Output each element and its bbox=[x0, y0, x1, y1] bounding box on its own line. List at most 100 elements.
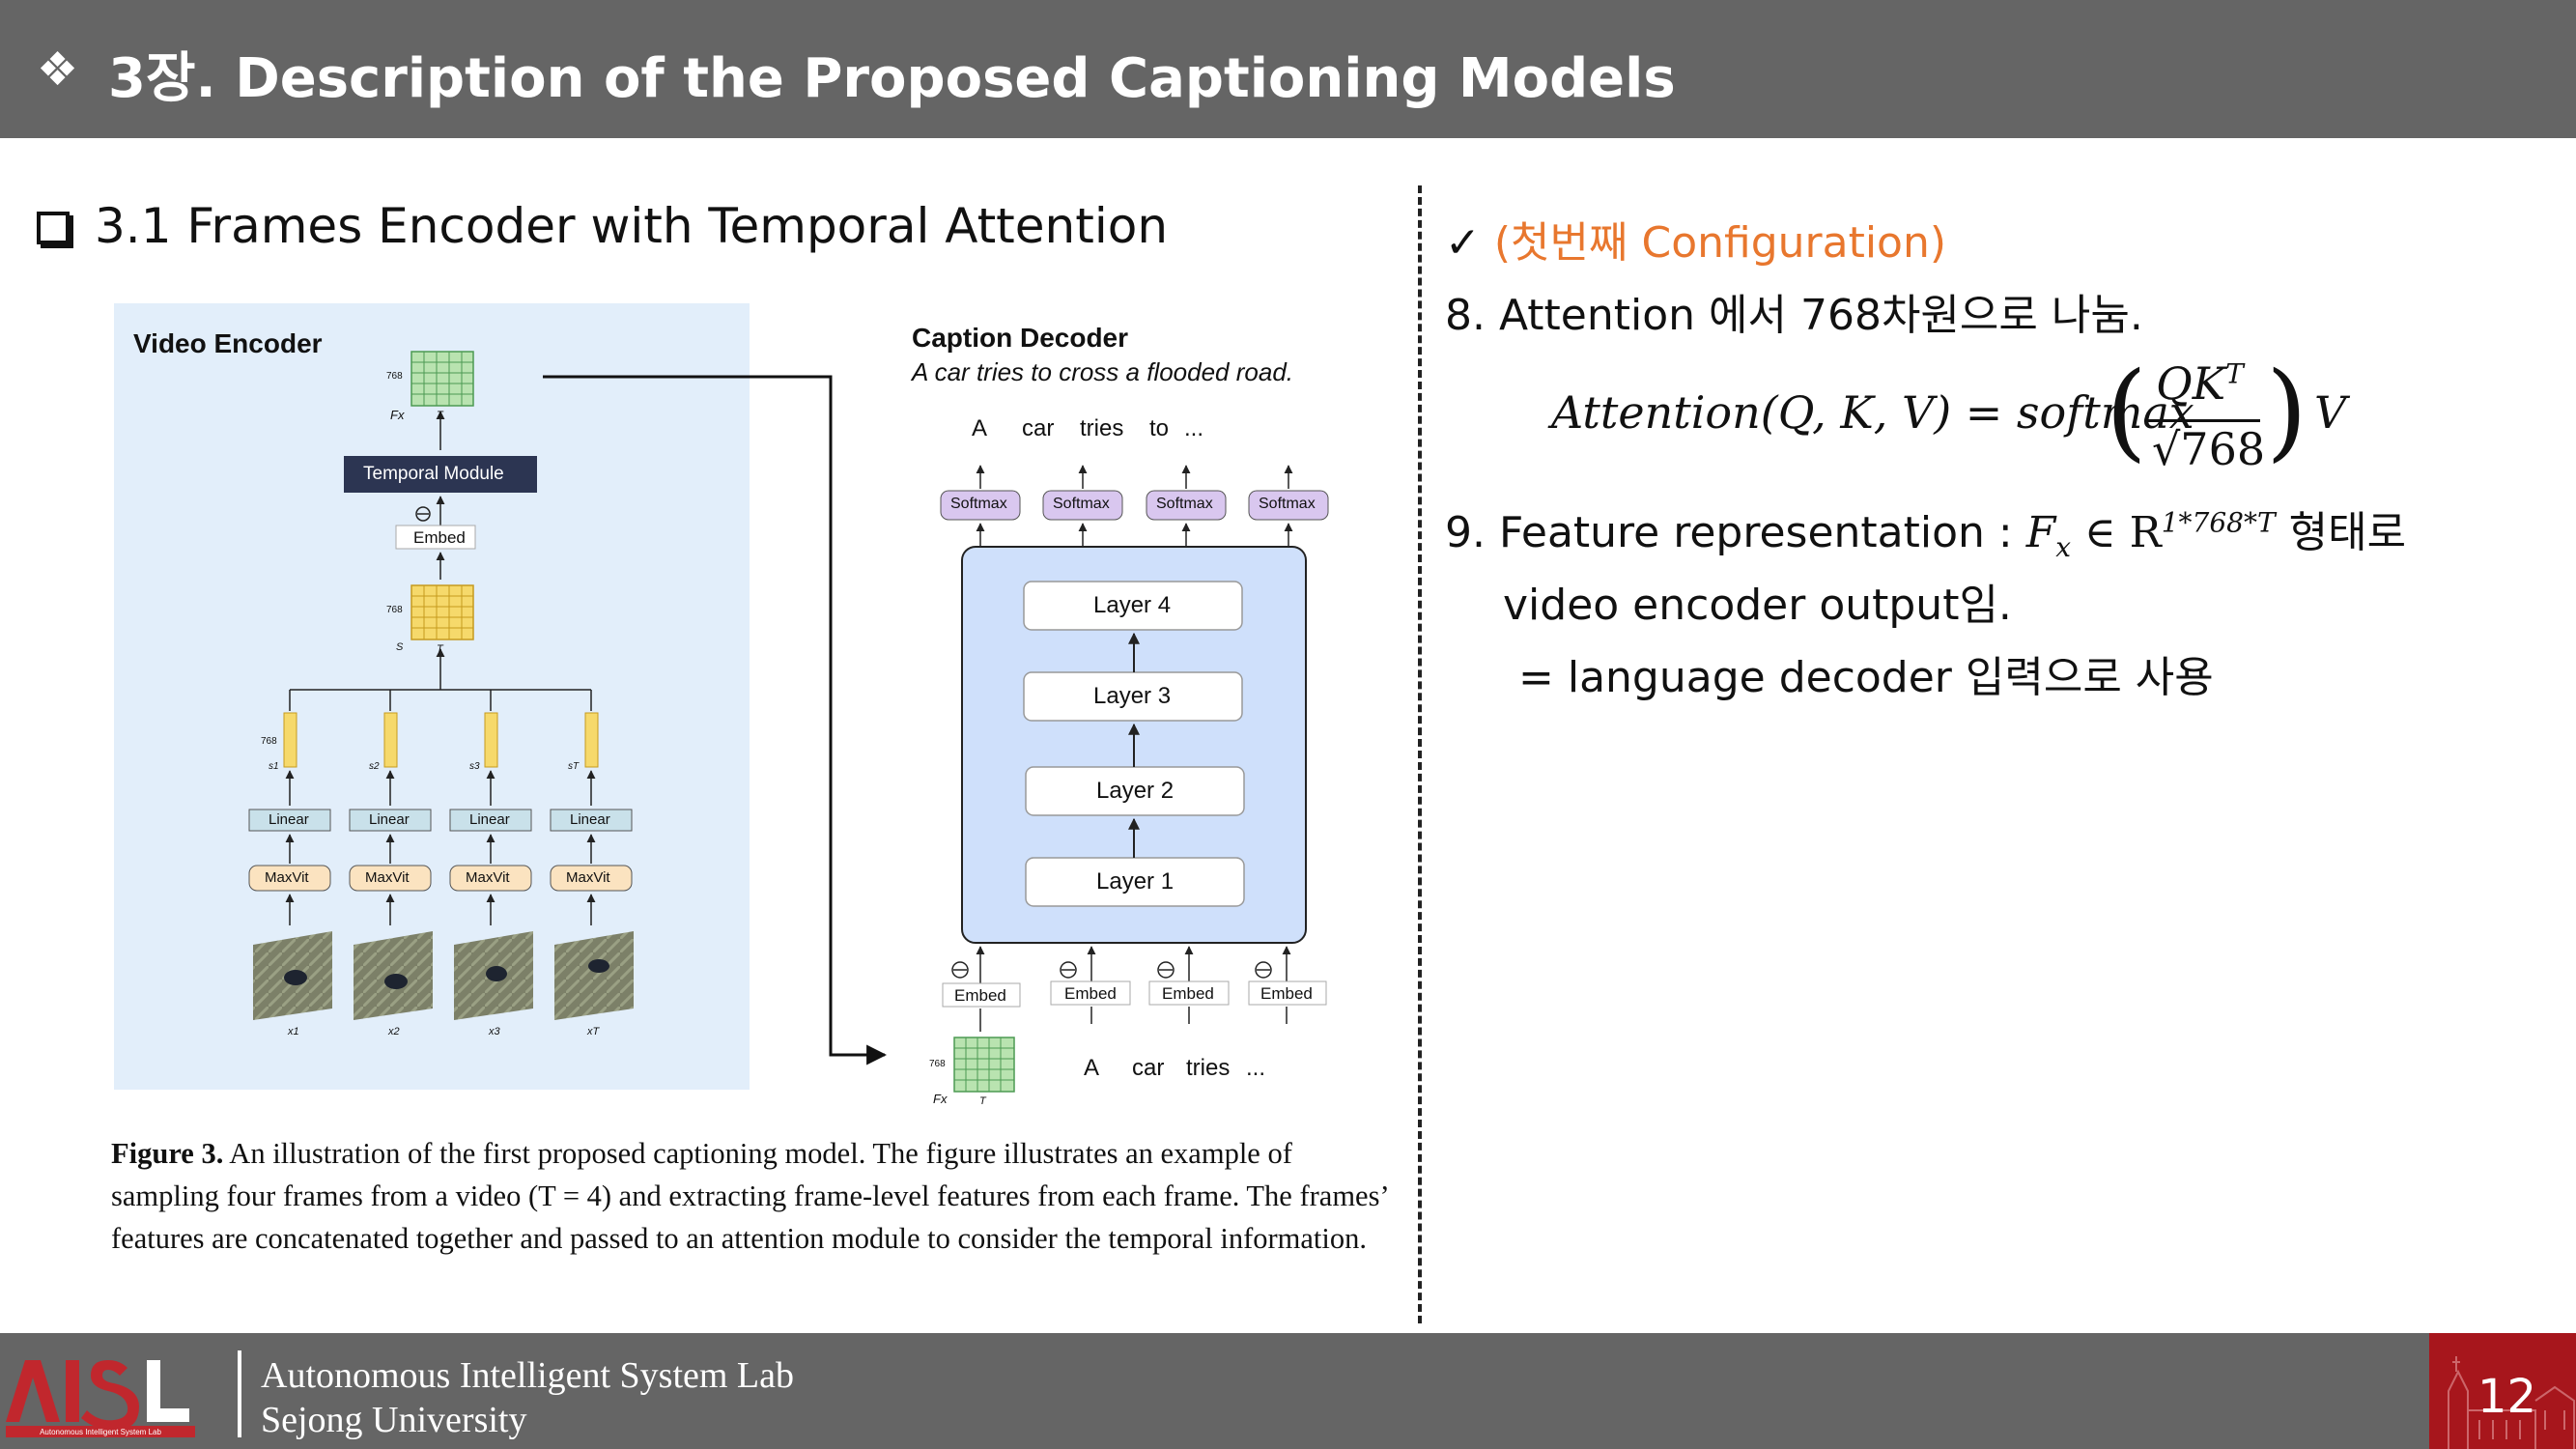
decoder-embed-label-3: Embed bbox=[1162, 984, 1214, 1003]
frame-x-label-3: x3 bbox=[489, 1026, 500, 1037]
linear-label-1: Linear bbox=[269, 811, 309, 828]
formula-rhs: V bbox=[2314, 386, 2347, 439]
output-token-3: tries bbox=[1080, 415, 1124, 441]
frame-s-label-4: sT bbox=[568, 761, 580, 772]
dim-label: 768 bbox=[386, 605, 403, 615]
checkbox-bullet-icon bbox=[37, 212, 70, 244]
output-token-2: car bbox=[1022, 415, 1055, 441]
section-title: 3.1 Frames Encoder with Temporal Attenti… bbox=[37, 198, 1168, 254]
figure-caption-text: An illustration of the first proposed ca… bbox=[111, 1137, 1388, 1255]
slide-title: 3장. Description of the Proposed Captioni… bbox=[108, 47, 1676, 110]
decoder-title: Caption Decoder bbox=[912, 323, 1129, 353]
frame-column-4 bbox=[550, 690, 634, 1020]
section-title-text: 3.1 Frames Encoder with Temporal Attenti… bbox=[95, 198, 1169, 254]
item-9-math: Fx ∈ R1*768*T bbox=[2025, 506, 2276, 562]
encoder-title: Video Encoder bbox=[133, 328, 323, 358]
aisl-logo: Autonomous Intelligent System Lab bbox=[6, 1360, 195, 1437]
item-8: 8. Attention 에서 768차원으로 나눔. bbox=[1445, 291, 2143, 340]
item-9-math-var: F bbox=[2025, 508, 2056, 557]
softmax-label-4: Softmax bbox=[1259, 496, 1316, 512]
frame-column-2 bbox=[349, 690, 433, 1020]
s-label: S bbox=[396, 641, 404, 653]
column-divider bbox=[1418, 185, 1422, 1323]
output-token-4: to bbox=[1149, 415, 1170, 441]
concat-feature-grid bbox=[410, 584, 474, 640]
input-token-2: car bbox=[1132, 1055, 1165, 1081]
formula-numerator: QKT bbox=[2156, 357, 2244, 410]
softmax-label-3: Softmax bbox=[1156, 496, 1213, 512]
input-token-4: ... bbox=[1246, 1055, 1266, 1081]
linear-label-4: Linear bbox=[570, 811, 610, 828]
input-token-3: tries bbox=[1186, 1055, 1231, 1081]
softmax-label-2: Softmax bbox=[1053, 496, 1110, 512]
output-token-5: ... bbox=[1184, 415, 1204, 441]
frame-x-label-1: x1 bbox=[288, 1026, 299, 1037]
building-watermark-icon bbox=[2448, 1356, 2575, 1449]
figure-caption-label: Figure 3. bbox=[111, 1137, 224, 1170]
maxvit-label-2: MaxVit bbox=[365, 869, 410, 886]
encoder-embed-label: Embed bbox=[413, 528, 466, 547]
formula-denominator: √768 bbox=[2152, 423, 2266, 475]
logo-subtitle: Autonomous Intelligent System Lab bbox=[40, 1428, 161, 1436]
frame-column-3 bbox=[449, 690, 533, 1020]
figure-caption: Figure 3. An illustration of the first p… bbox=[111, 1132, 1405, 1260]
item-9-line-2: video encoder output임. bbox=[1503, 581, 2012, 630]
decoder-embed-label-2: Embed bbox=[1064, 984, 1117, 1003]
linear-label-3: Linear bbox=[469, 811, 510, 828]
item-9-prefix: 9. Feature representation : bbox=[1445, 508, 2026, 557]
decoder-embed-label-1: Embed bbox=[954, 986, 1006, 1005]
formula-numerator-sup: T bbox=[2225, 357, 2244, 390]
item-9-math-sub: x bbox=[2055, 530, 2072, 563]
output-token-1: A bbox=[972, 415, 988, 441]
right-paren-icon: ) bbox=[2266, 349, 2307, 472]
t-label: T bbox=[437, 643, 443, 655]
decoder-example-caption: A car tries to cross a flooded road. bbox=[912, 357, 1294, 386]
footer-lab-name: Autonomous Intelligent System Lab bbox=[261, 1355, 795, 1396]
maxvit-label-1: MaxVit bbox=[265, 869, 309, 886]
model-diagram bbox=[248, 351, 1329, 1093]
linear-label-2: Linear bbox=[369, 811, 410, 828]
config-line: ✓ (첫번째 Configuration) bbox=[1445, 208, 1946, 270]
temporal-module-label: Temporal Module bbox=[363, 464, 504, 484]
frame-s-label-2: s2 bbox=[369, 761, 380, 772]
maxvit-label-3: MaxVit bbox=[466, 869, 510, 886]
maxvit-label-4: MaxVit bbox=[566, 869, 610, 886]
frame-column-1 bbox=[248, 690, 332, 1020]
item-9-suffix: 형태로 bbox=[2275, 508, 2407, 557]
footer-separator bbox=[238, 1350, 241, 1437]
dim-label: 768 bbox=[386, 371, 403, 382]
left-paren-icon: ( bbox=[2106, 349, 2147, 472]
item-9: 9. Feature representation : Fx ∈ R1*768*… bbox=[1445, 497, 2407, 562]
formula-lhs: Attention(Q, K, V) = softmax bbox=[1551, 386, 2194, 439]
dim-label: 768 bbox=[261, 736, 277, 747]
attention-formula: Attention(Q, K, V) = softmax ( QKT √768 … bbox=[1545, 357, 2357, 483]
frame-s-label-1: s1 bbox=[269, 761, 279, 772]
footer-university: Sejong University bbox=[261, 1400, 527, 1440]
layer-4-label: Layer 4 bbox=[1093, 592, 1172, 618]
layer-2-label: Layer 2 bbox=[1096, 778, 1175, 804]
item-9-in: ∈ R bbox=[2071, 508, 2162, 557]
decoder-embed-row bbox=[942, 946, 1327, 1032]
frame-x-label-4: xT bbox=[587, 1026, 600, 1037]
frame-s-label-3: s3 bbox=[469, 761, 480, 772]
fraction-bar bbox=[2146, 419, 2260, 422]
config-label: (첫번째 Configuration) bbox=[1493, 218, 1947, 268]
input-token-1: A bbox=[1084, 1055, 1100, 1081]
dim-label: 768 bbox=[929, 1059, 946, 1069]
decoder-input-fx-grid bbox=[953, 1037, 1015, 1093]
slide-header: ❖ 3장. Description of the Proposed Captio… bbox=[0, 0, 2576, 138]
softmax-label-1: Softmax bbox=[950, 496, 1007, 512]
item-9-line-3: = language decoder 입력으로 사용 bbox=[1518, 653, 2214, 702]
t-label: T bbox=[979, 1095, 986, 1107]
page-number: 12 bbox=[2477, 1370, 2537, 1424]
page-number-box bbox=[2429, 1333, 2576, 1449]
checkmark-icon: ✓ bbox=[1445, 218, 1481, 268]
header-bullet-icon: ❖ bbox=[37, 43, 79, 97]
decoder-embed-label-4: Embed bbox=[1260, 984, 1313, 1003]
item-9-sup: 1*768*T bbox=[2161, 506, 2276, 539]
fx-feature-grid bbox=[410, 351, 474, 407]
layer-3-label: Layer 3 bbox=[1093, 683, 1172, 709]
fx-label: Fx bbox=[390, 408, 405, 422]
model-figure: Video Encoder 768 Fx T Temporal Module E… bbox=[106, 290, 1401, 1121]
temporal-module-box bbox=[344, 456, 537, 493]
